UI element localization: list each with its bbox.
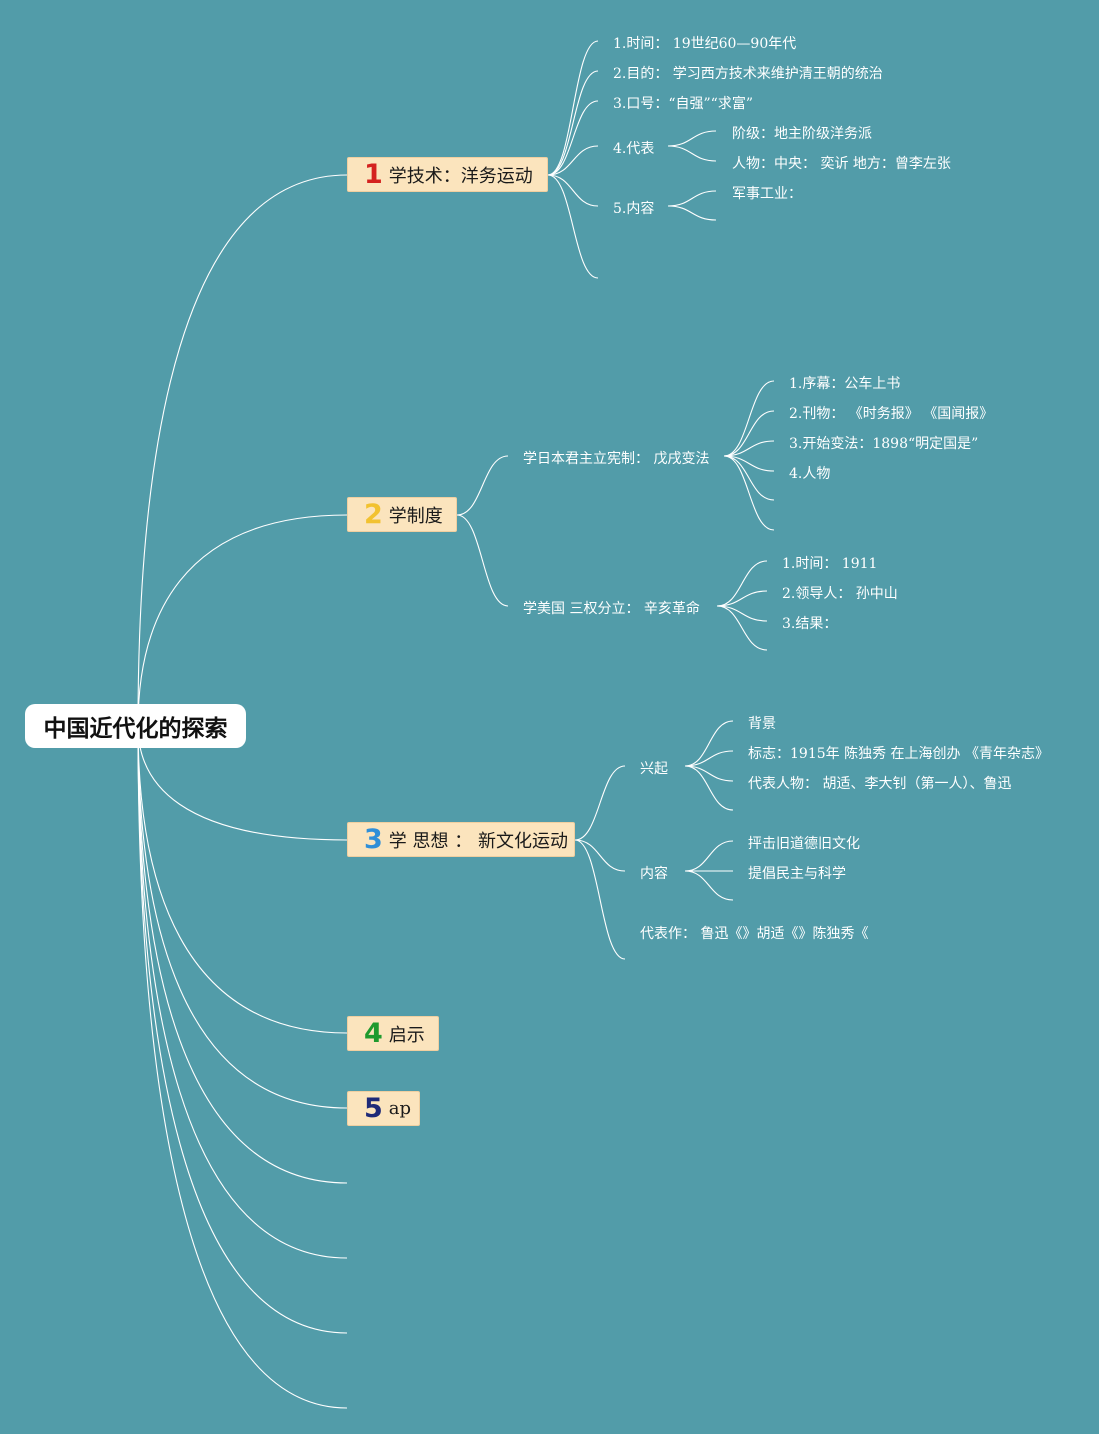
trunk-empty-3 xyxy=(137,725,348,1334)
branch-4-node[interactable]: 4 启示 xyxy=(347,1016,439,1051)
b3-rise-figures[interactable]: 代表人物： 胡适、李大钊（第一人）、鲁迅 xyxy=(748,776,1012,792)
b3-works[interactable]: 代表作： 鲁迅《》胡适《》陈独秀《 xyxy=(640,926,869,942)
b3-rise-link-3 xyxy=(684,765,734,811)
b1-content-link-0 xyxy=(667,190,717,207)
branch-1-label: 学技术：洋务运动 xyxy=(388,165,533,187)
b2-revolution-time[interactable]: 1.时间： 1911 xyxy=(782,556,878,572)
b1-rep-people[interactable]: 人物：中央： 奕䜣 地方：曾李左张 xyxy=(732,156,951,172)
b3-link-0 xyxy=(574,765,626,841)
b2-rev-link-0 xyxy=(716,560,768,607)
trunk-to-branch-1 xyxy=(137,174,348,727)
b1-representatives[interactable]: 4.代表 xyxy=(613,141,655,157)
trunk-empty-1 xyxy=(137,725,348,1184)
b2-revolution-leader[interactable]: 2.领导人： 孙中山 xyxy=(782,586,898,602)
b2-reform-link-1 xyxy=(723,410,775,457)
b3-rise[interactable]: 兴起 xyxy=(640,761,668,777)
branch-5-label: ap xyxy=(388,1098,412,1119)
root-topic[interactable]: 中国近代化的探索 xyxy=(25,704,246,748)
branch-2-label: 学制度 xyxy=(388,505,443,527)
b2-reform-link-0 xyxy=(723,380,775,457)
b3-link-2 xyxy=(574,839,626,960)
trunk-empty-4 xyxy=(137,725,348,1409)
trunk-to-branch-4 xyxy=(137,725,348,1034)
b2-rev-link-2 xyxy=(716,605,768,622)
branch-1-node[interactable]: 1 学技术：洋务运动 xyxy=(347,157,548,192)
b3-rise-marker[interactable]: 标志：1915年 陈独秀 在上海创办 《青年杂志》 xyxy=(748,746,1049,762)
b1-link-2 xyxy=(547,100,599,176)
branch-3-number: 3 xyxy=(364,824,383,855)
b3-content-link-2 xyxy=(684,870,734,901)
b1-rep-link-0 xyxy=(667,130,717,147)
branch-1-number: 1 xyxy=(364,159,383,190)
trunk-to-branch-3 xyxy=(137,725,348,841)
b2-reform-link-3 xyxy=(723,455,775,472)
b2-reform[interactable]: 学日本君主立宪制： 戊戌变法 xyxy=(523,451,710,467)
b1-link-3 xyxy=(547,145,599,176)
b1-slogan[interactable]: 3.口号：“自强”“求富” xyxy=(613,96,753,112)
b3-rise-link-2 xyxy=(684,765,734,782)
b1-rep-link-1 xyxy=(667,145,717,162)
b1-content[interactable]: 5.内容 xyxy=(613,201,655,217)
b1-content-link-1 xyxy=(667,205,717,221)
b2-revolution[interactable]: 学美国 三权分立： 辛亥革命 xyxy=(523,601,700,617)
branch-3-node[interactable]: 3 学 思想 ： 新文化运动 xyxy=(347,822,575,857)
b2-rev-link-3 xyxy=(716,605,768,651)
b2-revolution-result[interactable]: 3.结果： xyxy=(782,616,838,632)
b2-reform-link-4 xyxy=(723,455,775,501)
b2-reform-prelude[interactable]: 1.序幕：公车上书 xyxy=(789,376,901,392)
branch-4-label: 启示 xyxy=(388,1024,425,1046)
b3-content-advocate[interactable]: 提倡民主与科学 xyxy=(748,866,846,882)
b2-reform-start[interactable]: 3.开始变法：1898“明定国是” xyxy=(789,436,979,452)
b2-link-1 xyxy=(456,514,509,607)
b1-link-5 xyxy=(547,174,599,279)
branch-4-number: 4 xyxy=(364,1018,383,1049)
branch-2-node[interactable]: 2 学制度 xyxy=(347,497,457,532)
b3-rise-link-0 xyxy=(684,720,734,767)
b1-link-4 xyxy=(547,174,599,207)
branch-5-number: 5 xyxy=(364,1093,383,1124)
trunk-to-branch-2 xyxy=(137,514,348,727)
branch-5-node[interactable]: 5 ap xyxy=(347,1091,420,1126)
b2-rev-link-1 xyxy=(716,590,768,607)
b2-reform-link-5 xyxy=(723,455,775,531)
b2-reform-people[interactable]: 4.人物 xyxy=(789,466,831,482)
b1-time[interactable]: 1.时间： 19世纪60—90年代 xyxy=(613,36,797,52)
b2-reform-publications[interactable]: 2.刊物： 《时务报》 《国闻报》 xyxy=(789,406,994,422)
b1-military-industry[interactable]: 军事工业： xyxy=(732,186,802,202)
root-title: 中国近代化的探索 xyxy=(43,716,228,742)
b1-rep-class[interactable]: 阶级：地主阶级洋务派 xyxy=(732,126,872,142)
branch-2-number: 2 xyxy=(364,499,383,530)
b2-link-0 xyxy=(456,455,509,516)
trunk-to-branch-5 xyxy=(137,725,348,1109)
b2-reform-link-2 xyxy=(723,440,775,457)
b3-rise-link-1 xyxy=(684,750,734,767)
b3-rise-background[interactable]: 背景 xyxy=(748,716,776,732)
b3-content[interactable]: 内容 xyxy=(640,866,668,882)
b1-link-1 xyxy=(547,70,599,176)
b3-content-attack[interactable]: 抨击旧道德旧文化 xyxy=(748,836,860,852)
branch-3-label: 学 思想 ： 新文化运动 xyxy=(388,830,568,852)
trunk-empty-2 xyxy=(137,725,348,1259)
b3-content-link-0 xyxy=(684,840,734,872)
b3-link-1 xyxy=(574,839,626,872)
b1-link-0 xyxy=(547,40,599,176)
b1-purpose[interactable]: 2.目的： 学习西方技术来维护清王朝的统治 xyxy=(613,66,883,82)
